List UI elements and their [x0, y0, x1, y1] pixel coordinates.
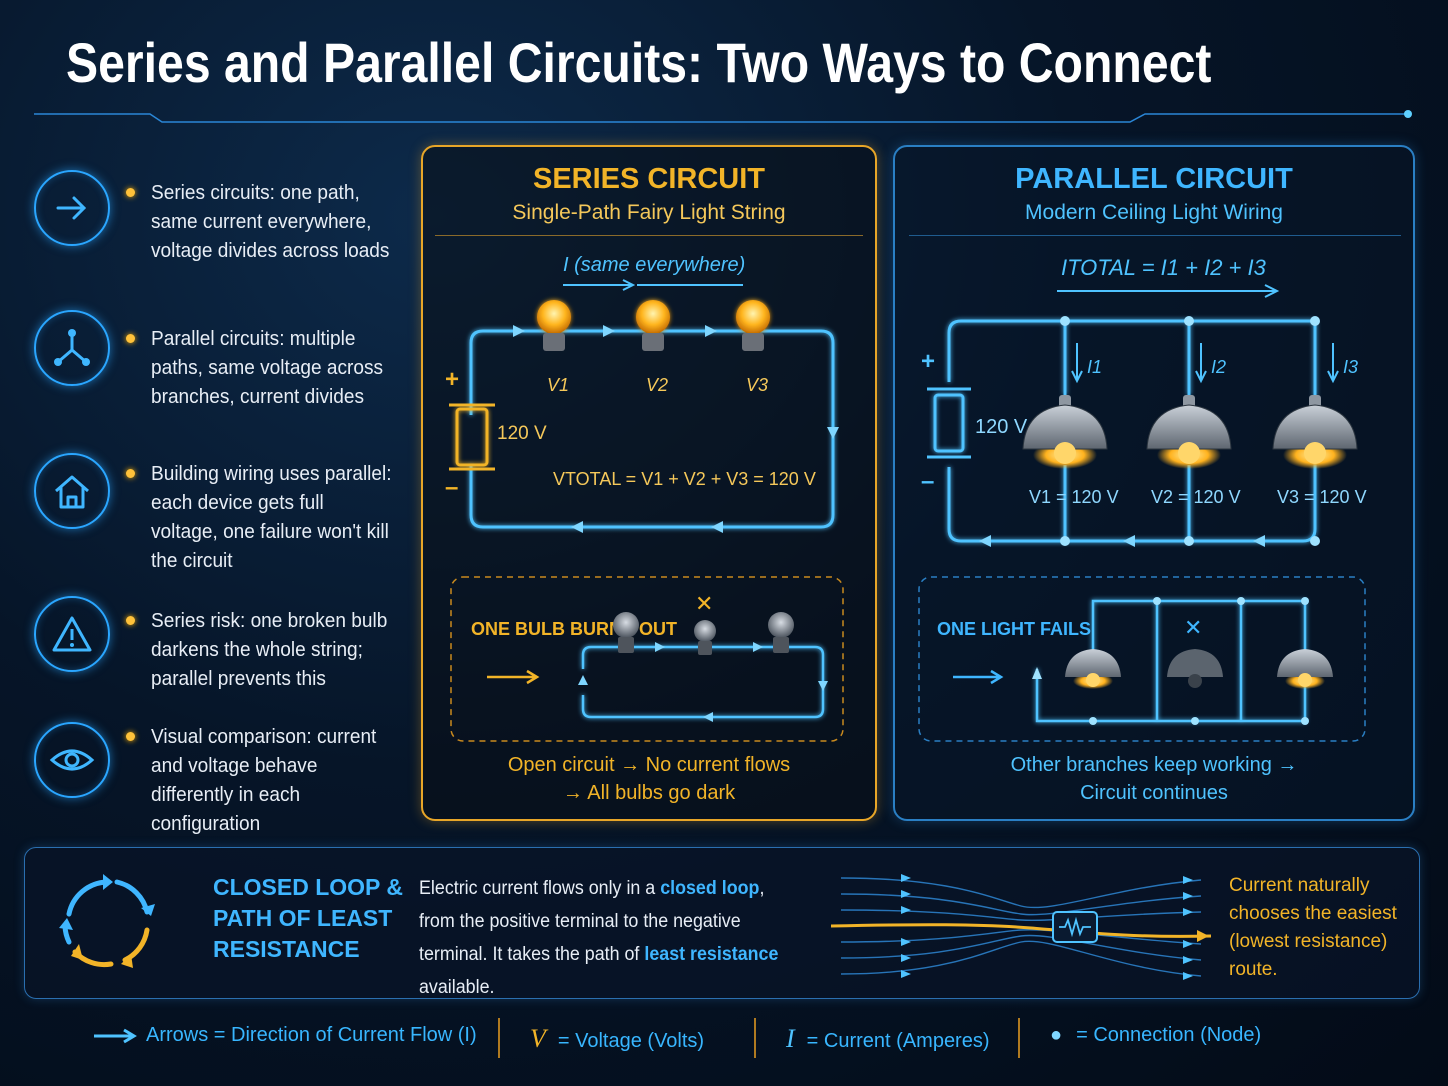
series-bulb: V2: [636, 300, 670, 395]
eye-icon: [34, 722, 110, 798]
series-divider: [435, 235, 863, 236]
parallel-branch-current: I2: [1195, 343, 1226, 384]
page-title: Series and Parallel Circuits: Two Ways t…: [66, 31, 1212, 94]
parallel-diagram: ITOTAL = I1 + I2 + I3 I1 I2 I3: [918, 255, 1367, 742]
parallel-lamp: V2 = 120 V: [1146, 395, 1241, 507]
arrow-right-icon: [34, 170, 110, 246]
series-bulb-label: V2: [646, 375, 668, 395]
parallel-panel: PARALLEL CIRCUIT Modern Ceiling Light Wi…: [893, 145, 1415, 821]
series-current-arrows: [513, 325, 839, 533]
svg-text:V3 = 120 V: V3 = 120 V: [1277, 487, 1367, 507]
svg-text:I3: I3: [1343, 357, 1358, 377]
closed-loop-panel: CLOSED LOOP & PATH OF LEAST RESISTANCE E…: [24, 847, 1420, 999]
closed-loop-heading: CLOSED LOOP & PATH OF LEAST RESISTANCE: [213, 874, 403, 962]
parallel-title: PARALLEL CIRCUIT: [1015, 163, 1293, 195]
parallel-branch-current: I3: [1327, 343, 1358, 384]
svg-text:I1: I1: [1087, 357, 1102, 377]
series-subtitle: Single-Path Fairy Light String: [512, 201, 786, 224]
series-minus: –: [445, 474, 458, 501]
closed-loop-side-note: Current naturally chooses the easiest (l…: [1229, 875, 1397, 980]
series-total-formula: VTOTAL = V1 + V2 + V3 = 120 V: [553, 469, 816, 489]
branch-icon: [34, 310, 110, 386]
series-bulb-label: V1: [547, 375, 569, 395]
warning-icon: [34, 596, 110, 672]
series-plus: +: [445, 366, 459, 393]
closed-loop-text: Electric current flows only in a closed …: [419, 878, 779, 998]
bullet-dot: [126, 616, 135, 625]
series-current-label: I (same everywhere): [563, 254, 745, 276]
svg-text:V2 = 120 V: V2 = 120 V: [1151, 487, 1241, 507]
series-battery: + – 120 V: [445, 366, 547, 501]
node-dot-icon: ●: [1050, 1024, 1063, 1046]
bullet-text: Building wiring uses parallel: each devi…: [151, 462, 392, 572]
parallel-failure-label: ONE LIGHT FAILS: [937, 619, 1091, 639]
legend-separator: [1018, 1018, 1020, 1058]
bullet-dot: [126, 732, 135, 741]
series-diagram: I (same everywhere) + – 120 V V1: [445, 254, 844, 742]
parallel-failed-lamp: ✕: [1167, 615, 1223, 688]
series-bulb: V3: [736, 300, 770, 395]
bullet-text: Series circuits: one path, same current …: [151, 181, 390, 262]
legend-separator: [498, 1018, 500, 1058]
series-failure-box: [450, 576, 844, 742]
legend-separator: [754, 1018, 756, 1058]
bullet-dot: [126, 469, 135, 478]
series-caption: Open circuit → No current flows → All bu…: [507, 754, 791, 804]
parallel-mini-lamp: [1277, 649, 1333, 689]
resistor-icon: [1052, 911, 1098, 943]
series-title: SERIES CIRCUIT: [532, 163, 766, 195]
svg-text:V1 = 120 V: V1 = 120 V: [1029, 487, 1119, 507]
legend-voltage: V= Voltage (Volts): [530, 1024, 705, 1053]
legend-arrows: Arrows = Direction of Current Flow (I): [92, 1024, 477, 1047]
series-off-bulb: [768, 612, 794, 653]
parallel-plus: +: [921, 348, 935, 375]
parallel-lamp: V1 = 120 V: [1022, 395, 1119, 507]
legend-node: ●= Connection (Node): [1050, 1024, 1262, 1046]
parallel-battery-voltage: 120 V: [975, 416, 1028, 438]
house-icon: [34, 453, 110, 529]
least-resistance-flow: [831, 874, 1211, 980]
parallel-minus: –: [921, 468, 934, 495]
series-bulb-label: V3: [746, 375, 768, 395]
series-off-bulb: [613, 612, 639, 653]
bullet-dot: [126, 188, 135, 197]
bullet-dot: [126, 334, 135, 343]
svg-text:I2: I2: [1211, 357, 1226, 377]
series-battery-voltage: 120 V: [497, 423, 547, 444]
series-broken-bulb: ✕: [694, 591, 716, 655]
parallel-failure-mark: ✕: [1184, 615, 1202, 640]
series-failure-mark: ✕: [695, 591, 713, 616]
parallel-subtitle: Modern Ceiling Light Wiring: [1025, 201, 1283, 224]
parallel-failure-box: [918, 576, 1366, 742]
series-bulb: V1: [537, 300, 571, 395]
bullet-text: Visual comparison: current and voltage b…: [151, 725, 377, 835]
parallel-caption: Other branches keep working → Circuit co…: [1010, 754, 1298, 804]
arrow-right-icon: [94, 1028, 137, 1044]
legend-current: I= Current (Amperes): [786, 1024, 990, 1053]
title-underline: [34, 110, 1412, 123]
parallel-total-formula: ITOTAL = I1 + I2 + I3: [1061, 255, 1267, 280]
parallel-battery: + – 120 V: [921, 348, 1028, 495]
parallel-lamp: V3 = 120 V: [1272, 395, 1367, 507]
bullet-text: Parallel circuits: multiple paths, same …: [151, 327, 384, 408]
closed-loop-icon: [59, 874, 155, 968]
parallel-divider: [909, 235, 1401, 236]
series-panel: SERIES CIRCUIT Single-Path Fairy Light S…: [421, 145, 877, 821]
bullet-text: Series risk: one broken bulb darkens the…: [151, 609, 388, 690]
parallel-branch-current: I1: [1071, 343, 1102, 384]
series-failure-label: ONE BULB BURNS OUT: [471, 619, 677, 639]
parallel-mini-lamp: [1065, 649, 1121, 689]
